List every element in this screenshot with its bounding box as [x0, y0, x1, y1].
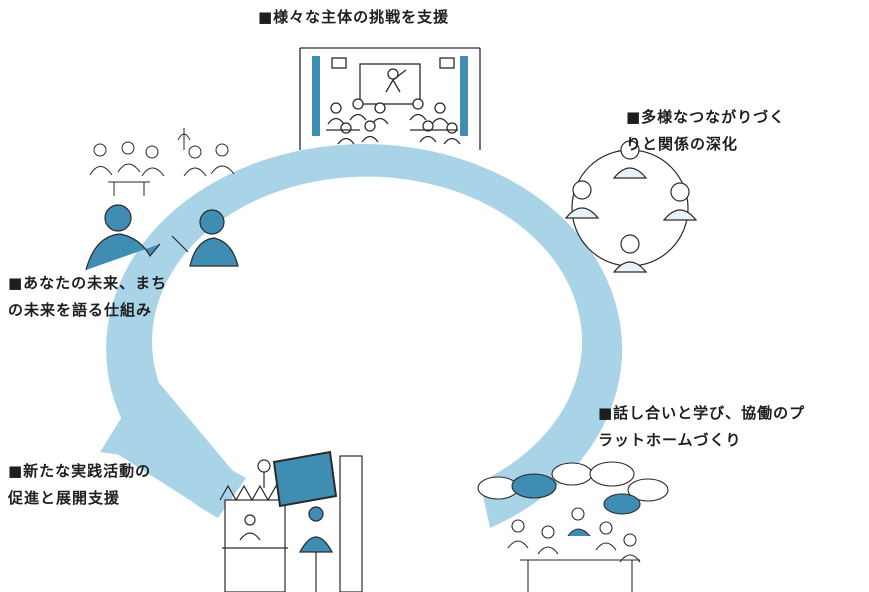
- market-stall-illustration-icon: [219, 450, 363, 592]
- label-new-activities: ■新たな実践活動の 促進と展開支援: [8, 458, 151, 512]
- label-line: ■あなたの未来、まち: [8, 274, 168, 292]
- label-line: ラットホームづくり: [598, 431, 742, 449]
- label-line: りと関係の深化: [626, 135, 739, 153]
- people-conversation-illustration-icon: [85, 128, 239, 271]
- people-network-illustration-icon: [564, 140, 698, 273]
- label-line: 促進と展開支援: [8, 489, 121, 507]
- label-future-dialogue: ■あなたの未来、まち の未来を語る仕組み: [8, 270, 167, 324]
- lecture-hall-illustration-icon: [299, 47, 481, 150]
- label-support-challenges: ■様々な主体の挑戦を支援: [258, 4, 449, 31]
- label-diverse-connections: ■多様なつながりづく りと関係の深化: [626, 104, 785, 158]
- label-line: ■話し合いと学び、協働のプ: [598, 404, 806, 422]
- label-line: ■新たな実践活動の: [8, 462, 152, 480]
- label-discussion-platform: ■話し合いと学び、協働のプ ラットホームづくり: [598, 400, 805, 454]
- label-line: ■様々な主体の挑戦を支援: [258, 8, 450, 26]
- cycle-arrow-icon: [100, 144, 623, 529]
- group-discussion-illustration-icon: [477, 461, 669, 592]
- label-line: の未来を語る仕組み: [8, 301, 153, 319]
- label-line: ■多様なつながりづく: [626, 108, 786, 126]
